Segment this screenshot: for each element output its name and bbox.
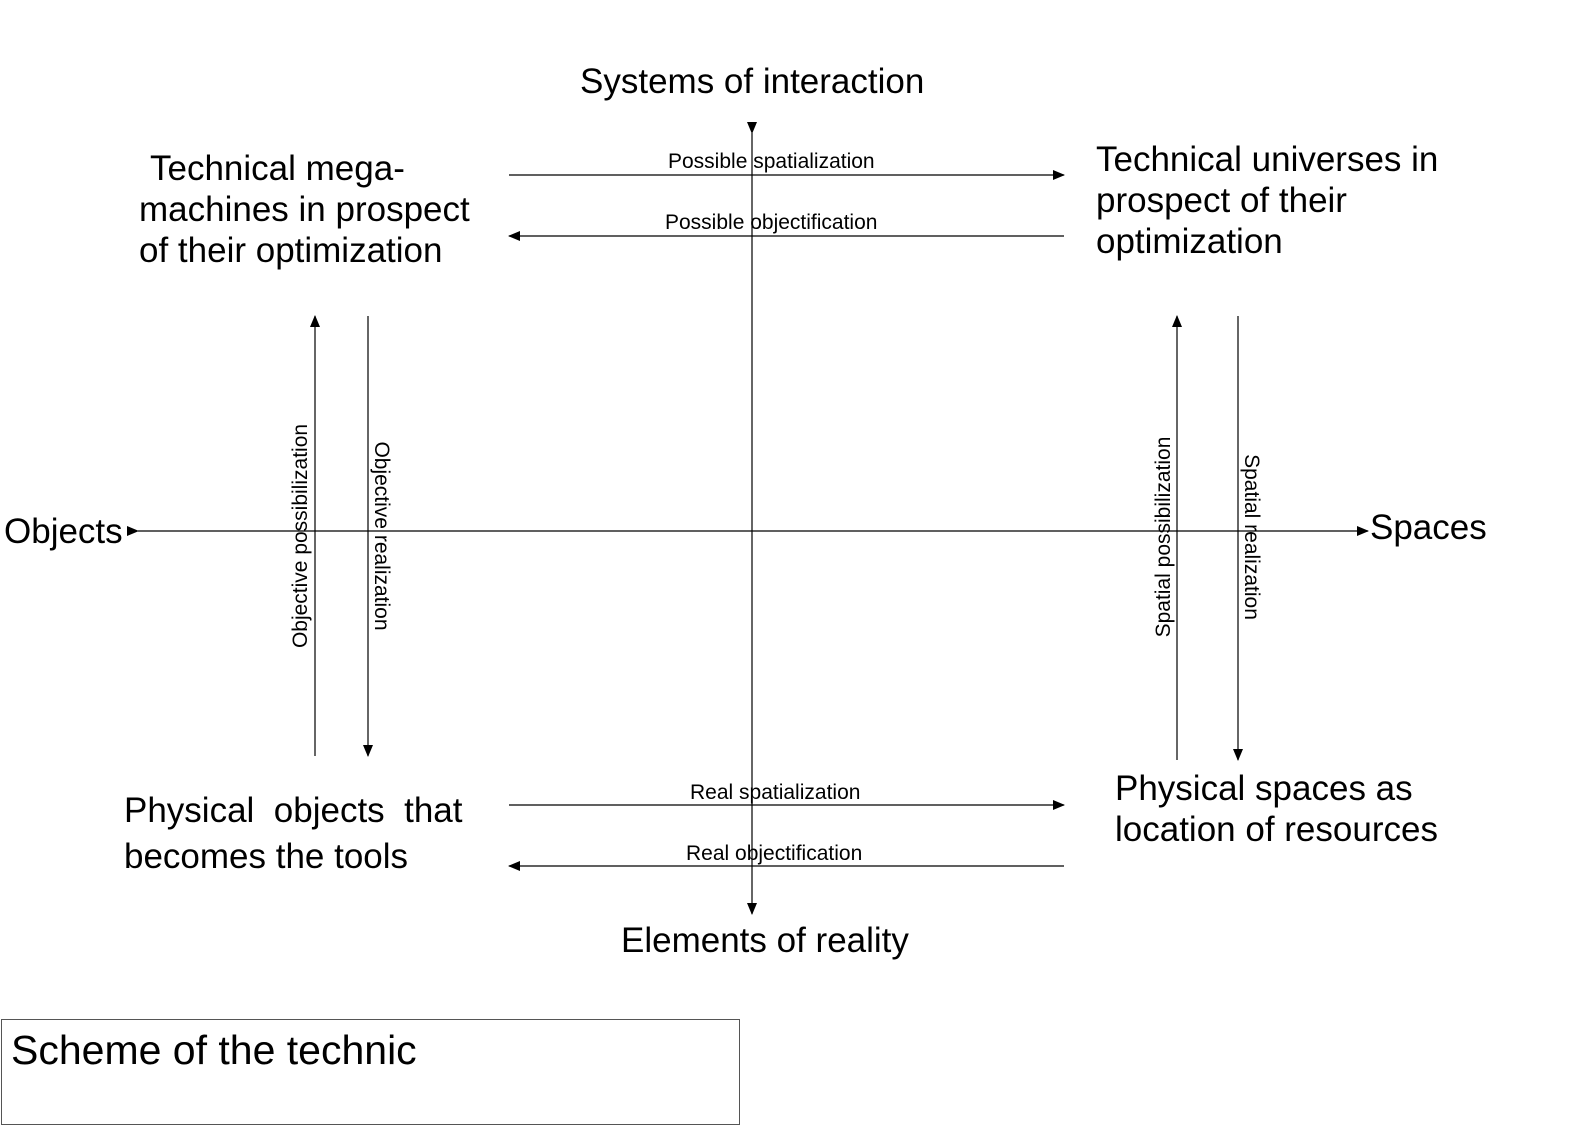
- quadrant-line: Physical objects that: [124, 791, 463, 830]
- quadrant-bottom-left: Physical objects that becomes the tools: [124, 788, 494, 880]
- possible-objectification-label: Possible objectification: [665, 211, 878, 234]
- quadrant-line: becomes the tools: [124, 837, 409, 876]
- axis-label-top: Systems of interaction: [580, 62, 925, 101]
- quadrant-line: machines in prospect: [139, 190, 470, 229]
- quadrant-line: Technical universes in: [1096, 140, 1439, 179]
- quadrant-line: Physical spaces as: [1115, 769, 1413, 808]
- quadrant-top-right: Technical universes in prospect of their…: [1096, 139, 1496, 262]
- axis-label-left: Objects: [4, 512, 123, 551]
- quadrant-line: Technical mega-: [150, 149, 405, 188]
- quadrant-line: optimization: [1096, 222, 1283, 261]
- quadrant-line: location of resources: [1115, 810, 1438, 849]
- quadrant-line: prospect of their: [1096, 181, 1347, 220]
- spatial-possibilization-label: Spatial possibilization: [1152, 436, 1175, 638]
- real-objectification-label: Real objectification: [686, 842, 863, 865]
- quadrant-top-left: Technical mega- machines in prospect of …: [139, 148, 509, 271]
- axis-label-right: Spaces: [1370, 508, 1487, 547]
- objective-realization-label: Objective realization: [370, 441, 393, 631]
- quadrant-line: of their optimization: [139, 231, 443, 270]
- spatial-realization-label: Spatial realization: [1240, 454, 1263, 620]
- caption-box: Scheme of the technic: [1, 1019, 740, 1125]
- possible-spatialization-label: Possible spatialization: [668, 150, 875, 173]
- real-spatialization-label: Real spatialization: [690, 781, 861, 804]
- axis-label-bottom: Elements of reality: [621, 921, 909, 960]
- objective-possibilization-label: Objective possibilization: [289, 423, 312, 649]
- quadrant-bottom-right: Physical spaces as location of resources: [1115, 768, 1515, 850]
- caption-text: Scheme of the technic: [11, 1027, 417, 1073]
